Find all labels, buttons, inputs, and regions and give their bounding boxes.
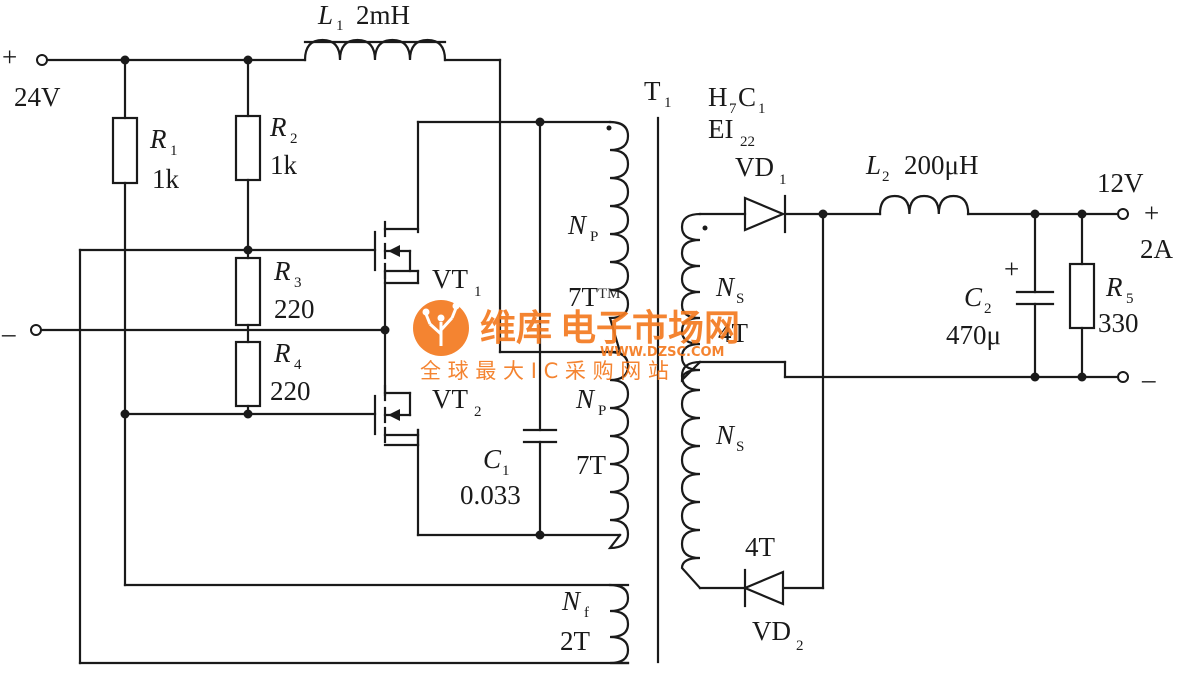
winding-ns-upper [680,212,702,383]
t1-sub: 1 [664,95,672,111]
r2-value: 1k [270,150,298,180]
l2-value: 200μH [904,150,978,180]
capacitor-c1 [522,428,558,444]
vd2-name: VD [752,616,791,646]
c2-sub: 2 [984,301,992,317]
nf-name: N [561,586,582,616]
ns2-turns: 4T [745,532,776,562]
watermark-slogan: 全 球 最 大 I C 采 购 网 站 [420,359,669,383]
t1-core3-sub: 22 [740,134,755,150]
np1-turns: 7T [568,282,599,312]
r4-sub: 4 [294,357,302,373]
t1-core1-sub: 7 [729,101,737,117]
winding-np-upper [608,120,630,354]
t1-core3: EI [708,114,733,144]
input-minus-terminal [30,324,42,336]
t1-core1: H [708,82,728,112]
watermark-brand: 维库 [480,308,552,349]
watermark: 维库 电子市场网 TM WWW.DZSC.COM 全 球 最 大 I C 采 购… [413,286,740,383]
t1-name: T [644,76,661,106]
r3-value: 220 [274,294,315,324]
output-voltage-label: 12V [1097,168,1144,198]
output-plus-label: + [1144,198,1159,228]
l2-name: L [865,150,881,180]
winding-ns-lower [680,360,702,590]
watermark-logo-icon [413,300,469,356]
mosfet-vt2 [373,384,420,447]
resistor-r2 [234,114,262,182]
ns1-sub: S [736,291,744,307]
input-minus-label: – [1,318,16,348]
vt1-sub: 1 [474,284,482,300]
inductor-l2 [878,194,970,216]
resistor-r4 [234,340,262,408]
c2-polarity: + [1004,254,1019,284]
r2-name: R [269,112,287,142]
watermark-tm: TM [598,286,621,302]
ns1-turns: 4T [718,318,749,348]
watermark-site: 电子市场网 [560,308,740,349]
np2-turns: 7T [576,450,607,480]
c1-value: 0.033 [460,480,521,510]
c2-value: 470μ [946,320,1001,350]
c2-name: C [964,282,983,312]
watermark-url: WWW.DZSC.COM [600,345,724,360]
input-plus-label: + [2,42,17,72]
c1-name: C [483,444,502,474]
vt2-name: VT [432,384,468,414]
nf-turns: 2T [560,626,591,656]
r5-value: 330 [1098,308,1139,338]
np2-name: N [575,384,596,414]
l1-sub: 1 [336,18,344,34]
l1-value: 2mH [356,0,410,30]
vd1-sub: 1 [779,172,787,188]
t1-core2: C [738,82,756,112]
t1-core2-sub: 1 [758,101,766,117]
diode-vd2 [742,568,785,608]
np1-sub: P [590,229,598,245]
ns1-name: N [715,272,736,302]
capacitor-c2 [1015,290,1055,306]
r3-sub: 3 [294,275,302,291]
output-current-label: 2A [1140,234,1174,264]
r1-name: R [149,124,167,154]
junction-dots [120,55,1087,540]
r5-sub: 5 [1126,291,1134,307]
resistor-r5 [1068,262,1096,330]
input-voltage-label: 24V [14,82,61,112]
output-plus-terminal [1117,208,1129,220]
l1-name: L [317,0,333,30]
r4-value: 220 [270,376,311,406]
resistor-r1 [111,116,139,185]
nf-sub: f [584,605,589,621]
mosfet-vt1 [373,220,420,285]
ns2-name: N [715,420,736,450]
resistor-r3 [234,256,262,327]
vt2-sub: 2 [474,404,482,420]
np1-name: N [567,210,588,240]
r1-sub: 1 [170,143,178,159]
input-plus-terminal [36,54,48,66]
diode-vd1 [743,194,787,234]
np2-sub: P [598,403,606,419]
output-minus-label: – [1141,364,1156,394]
vt1-name: VT [432,264,468,294]
output-minus-terminal [1117,371,1129,383]
r2-sub: 2 [290,131,298,147]
vd2-sub: 2 [796,638,804,654]
winding-nf [608,583,630,665]
l2-sub: 2 [882,169,890,185]
r5-name: R [1105,272,1123,302]
wires [40,58,1120,665]
winding-np-lower [607,350,630,550]
r3-name: R [273,256,291,286]
terminals [30,54,1129,383]
ns2-sub: S [736,439,744,455]
r4-name: R [273,338,291,368]
c1-sub: 1 [502,463,510,479]
vd1-name: VD [735,152,774,182]
r1-value: 1k [152,164,180,194]
